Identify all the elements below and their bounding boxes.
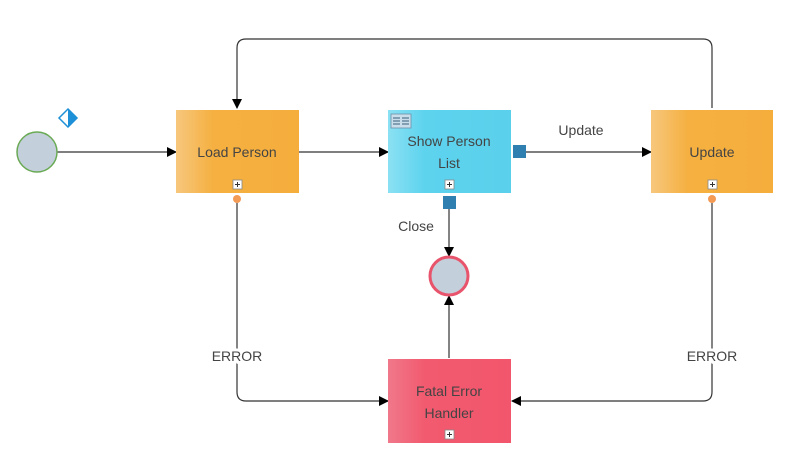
edge-label-update: Update (558, 122, 603, 138)
task-fatal-error-handler-label-line2: Handler (424, 405, 473, 421)
start-event[interactable] (16, 131, 58, 173)
end-event-circle[interactable] (428, 255, 470, 297)
task-show-person-list-label-line2: List (438, 155, 460, 171)
edge-load-error[interactable] (236, 203, 389, 406)
port-close[interactable] (443, 196, 456, 209)
edge-label-error-right: ERROR (687, 348, 738, 364)
edge-label-close: Close (398, 218, 434, 234)
plus-icon[interactable] (444, 179, 455, 190)
task-fatal-error-handler-label-line1: Fatal Error (416, 383, 482, 399)
error-port-update[interactable] (708, 195, 716, 203)
start-event-circle[interactable] (16, 131, 58, 173)
task-update-label: Update (689, 144, 734, 160)
port-update[interactable] (513, 145, 526, 158)
plus-icon[interactable] (444, 429, 455, 440)
error-port-load-person[interactable] (233, 195, 241, 203)
task-update[interactable]: Update (651, 110, 773, 203)
diamond-icon[interactable] (57, 107, 79, 129)
task-show-person-list-label-line1: Show Person (407, 133, 490, 149)
task-load-person-label: Load Person (197, 144, 276, 160)
plus-icon[interactable] (707, 179, 718, 190)
edge-update-error[interactable] (511, 203, 713, 406)
edge-label-error-left: ERROR (212, 348, 263, 364)
task-load-person[interactable]: Load Person (176, 110, 299, 203)
list-icon (390, 113, 412, 129)
plus-icon[interactable] (232, 179, 243, 190)
end-event[interactable] (428, 255, 470, 297)
edges (57, 38, 713, 406)
edge-update-loop-back[interactable] (232, 38, 713, 109)
task-show-person-list[interactable]: Show Person List (388, 110, 526, 209)
task-fatal-error-handler[interactable]: Fatal Error Handler (388, 359, 511, 443)
